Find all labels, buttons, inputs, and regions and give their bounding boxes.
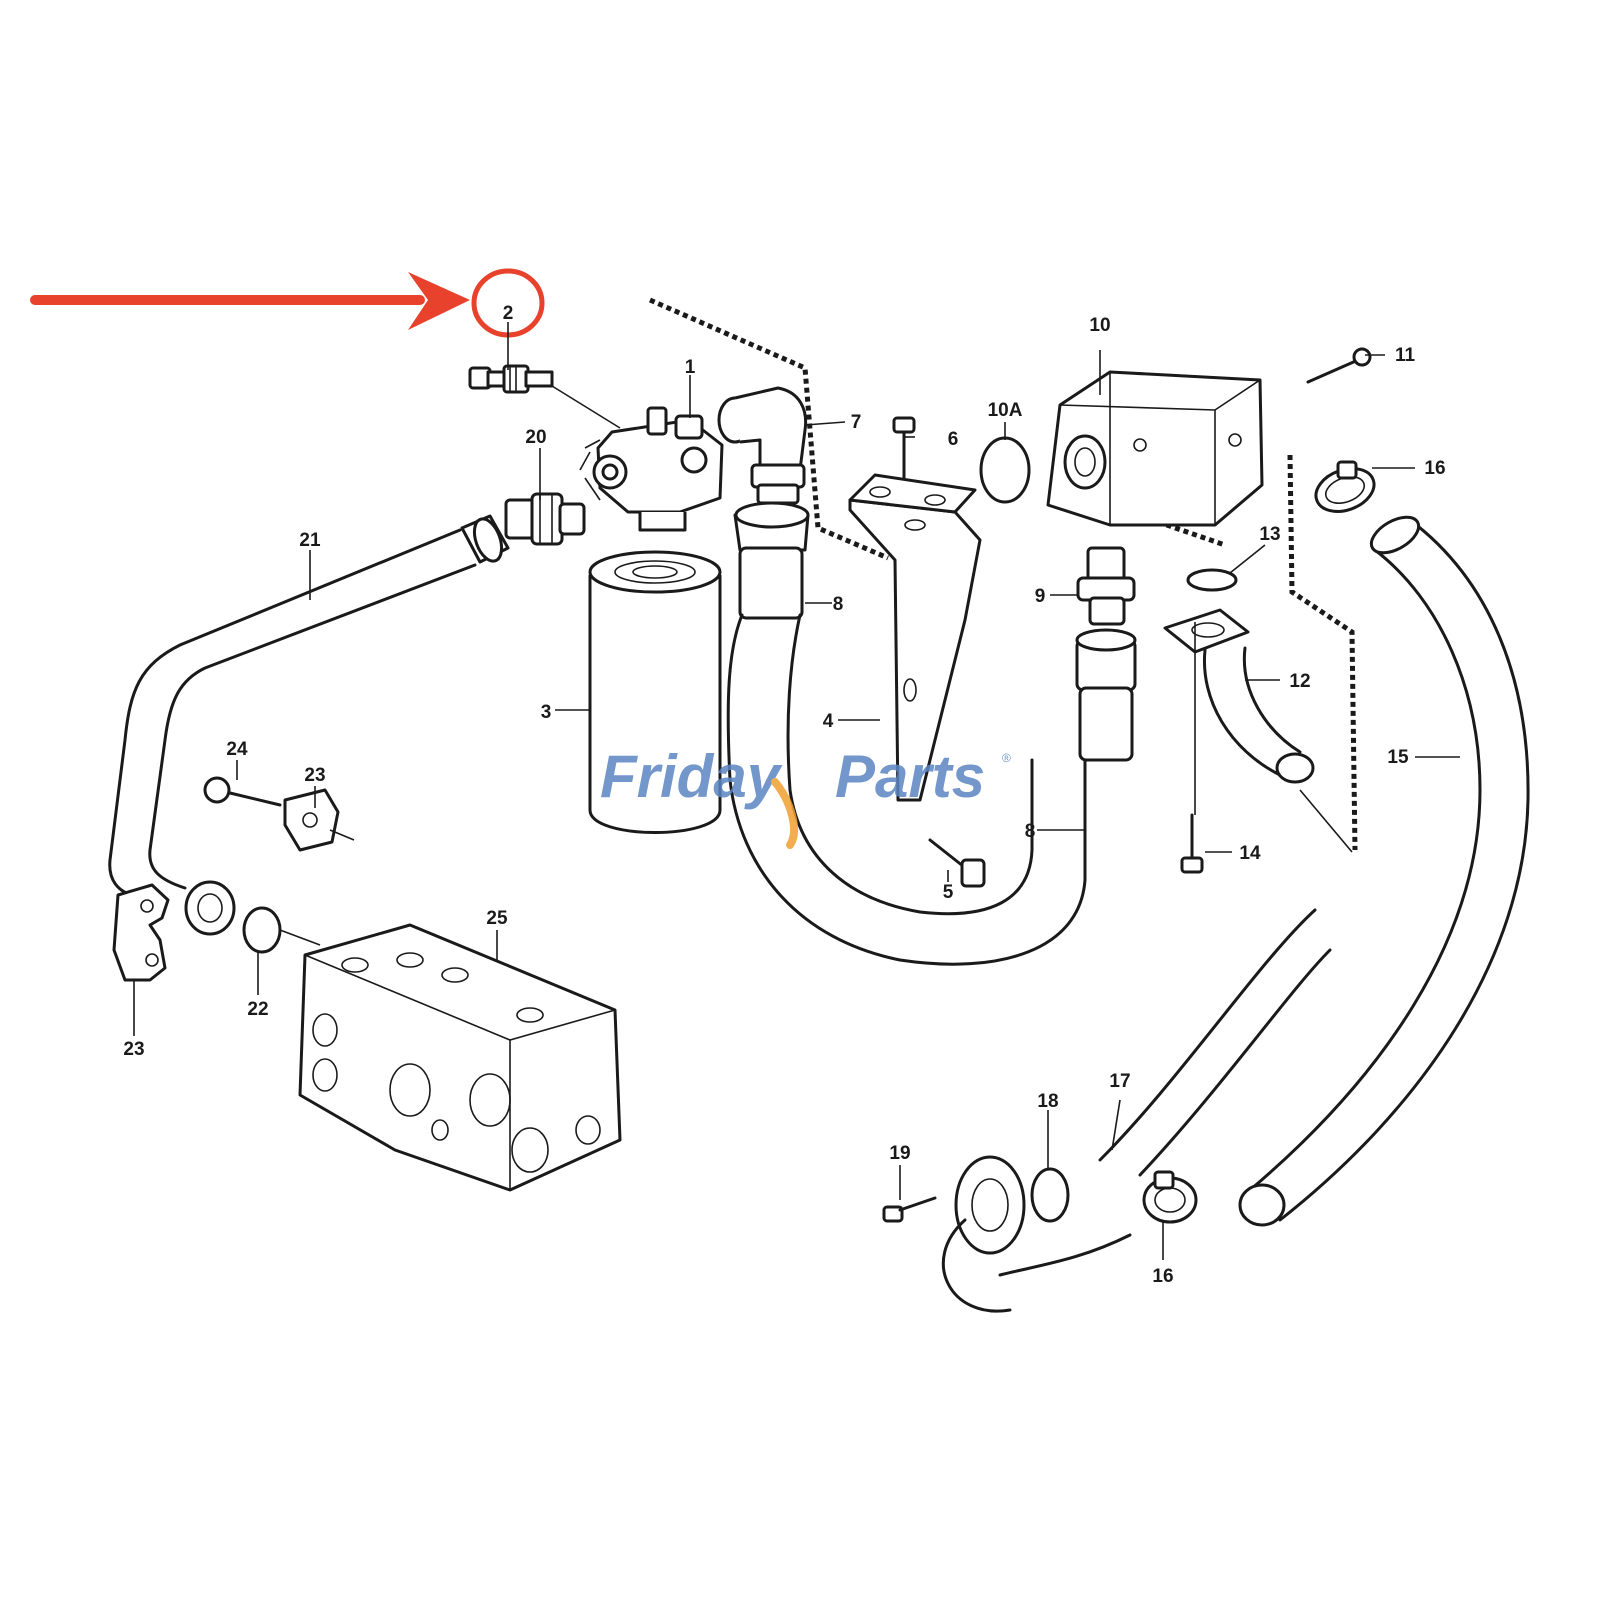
callout-6: 6 (948, 429, 959, 450)
callout-9: 9 (1035, 586, 1046, 607)
callout-21: 21 (299, 530, 321, 551)
callout-22: 22 (247, 999, 268, 1020)
part-7-elbow (717, 386, 808, 505)
part-21-pipe (108, 514, 510, 898)
part-19-flange (941, 1155, 1026, 1313)
part-16-clamp-bottom (1142, 1170, 1198, 1224)
dashed-group-line-left (648, 297, 889, 561)
dashed-group-line-right (1287, 454, 1358, 851)
watermark-logo: Friday Parts ® (600, 743, 1011, 849)
part-9-adapter (1076, 546, 1136, 626)
callout-17: 17 (1109, 1071, 1130, 1092)
part-16-clamp-top (1314, 460, 1376, 513)
part-11-bolt (1306, 347, 1372, 384)
callout-10a: 10A (988, 400, 1023, 421)
part-12-pipe (1163, 608, 1315, 784)
part-20-adapter (504, 492, 586, 546)
callout-15: 15 (1387, 747, 1409, 768)
callout-12: 12 (1289, 671, 1310, 692)
part-8-hose-left (726, 501, 1087, 966)
part-10a-o-ring (979, 436, 1031, 504)
leader-lines (133, 322, 1460, 1260)
callout-8-upper: 8 (833, 594, 844, 615)
callout-25: 25 (486, 908, 508, 929)
part-13-o-ring (1186, 568, 1238, 592)
part-19-bolt (882, 1196, 937, 1223)
callout-14: 14 (1239, 843, 1261, 864)
callout-7: 7 (851, 412, 862, 433)
part-25-valve-block (298, 923, 622, 1192)
watermark-swoosh (771, 778, 798, 849)
callout-4: 4 (823, 711, 834, 732)
callout-8-lower: 8 (1025, 821, 1036, 842)
part-3-filter (588, 550, 722, 834)
part-1-filter-head (579, 406, 724, 532)
part-21-flange-end (184, 880, 236, 936)
part-24-bolt (203, 776, 282, 807)
callout-16-upper: 16 (1424, 458, 1445, 479)
callout-2: 2 (503, 303, 514, 324)
callout-5: 5 (943, 882, 954, 903)
callout-labels: 2 1 20 7 6 21 3 8 4 5 8 10 10A 11 9 13 1… (123, 303, 1445, 1287)
part-17-hose (998, 908, 1332, 1277)
part-8-hose-right (1075, 628, 1137, 762)
callout-16-lower: 16 (1152, 1266, 1173, 1287)
part-6-bolt (892, 416, 916, 480)
callout-10: 10 (1089, 315, 1110, 336)
callout-23-upper: 23 (304, 765, 325, 786)
part-4-bracket (848, 473, 982, 802)
part-23-half-flange-lower (112, 883, 170, 982)
callout-1: 1 (685, 357, 696, 378)
part-15-hose (1238, 515, 1530, 1227)
watermark-word-2: Parts (835, 743, 985, 810)
callout-3: 3 (541, 702, 552, 723)
highlight-arrow (30, 272, 470, 330)
part-23-half-flange-upper (283, 788, 355, 852)
callout-13: 13 (1259, 524, 1280, 545)
part-14-bolt (1180, 813, 1204, 874)
part-22-o-ring (242, 906, 282, 954)
callout-23-lower: 23 (123, 1039, 144, 1060)
watermark-word-1: Friday (600, 743, 783, 810)
callout-24: 24 (226, 739, 248, 760)
callout-20: 20 (525, 427, 546, 448)
callout-19: 19 (889, 1143, 910, 1164)
part-5-bolt (928, 838, 986, 888)
callout-11: 11 (1395, 345, 1416, 366)
watermark-registered-mark: ® (1002, 751, 1011, 765)
part-2-sensor (468, 364, 621, 429)
part-10-pump (1046, 370, 1264, 527)
callout-18: 18 (1037, 1091, 1058, 1112)
part-18-ring (1030, 1167, 1070, 1223)
